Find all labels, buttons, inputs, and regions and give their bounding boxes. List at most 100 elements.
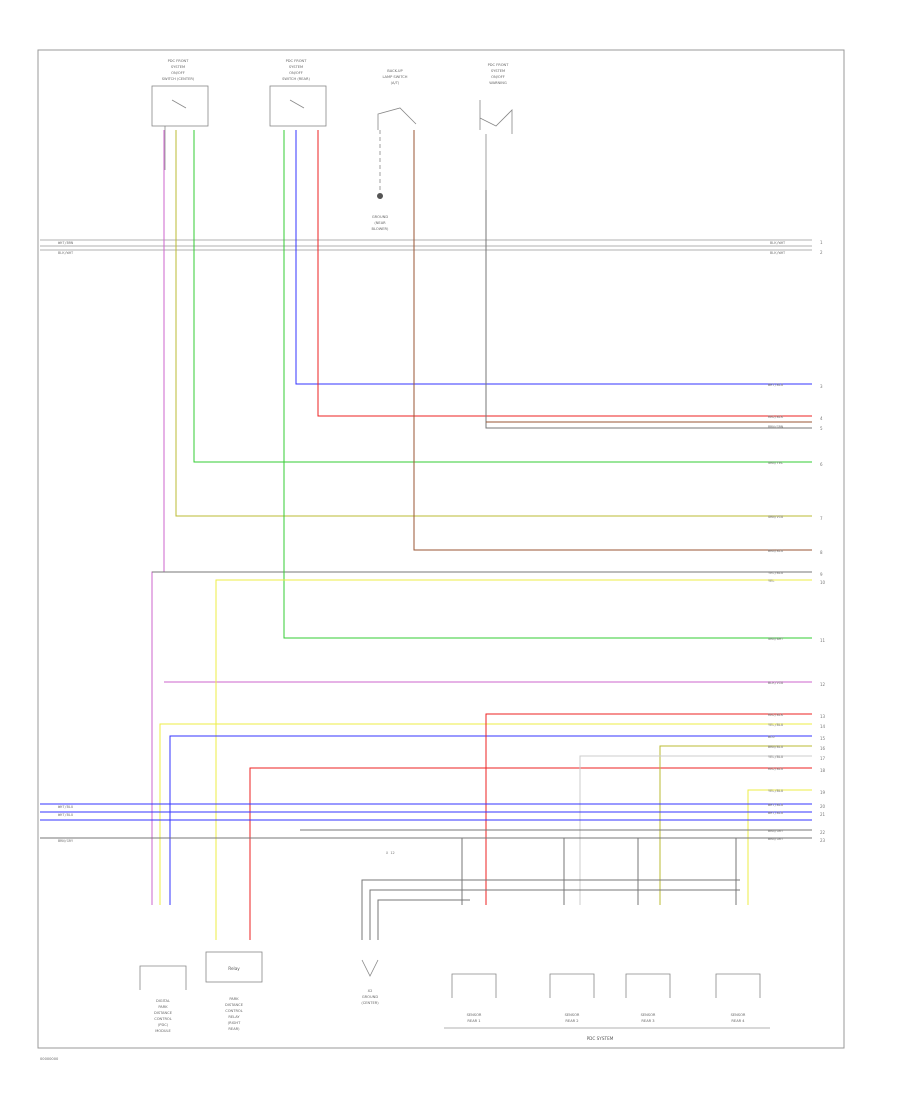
- svg-text:RED/BLK: RED/BLK: [768, 713, 784, 717]
- svg-text:(RIGHT: (RIGHT: [228, 1021, 241, 1025]
- svg-text:7: 7: [820, 516, 823, 521]
- svg-text:PDC FRONT: PDC FRONT: [488, 63, 510, 67]
- svg-text:20: 20: [820, 804, 826, 809]
- svg-text:22: 22: [820, 830, 826, 835]
- svg-text:BLK/VIO: BLK/VIO: [768, 681, 783, 685]
- pdc-relay: Relay PARK DISTANCE CONTROL RELAY (RIGHT…: [205, 951, 263, 1031]
- pin-numbers: 1 2 3 4 5 6 7 8 9 10 11 12 13 14 15 16 1…: [820, 240, 826, 843]
- svg-text:14: 14: [820, 724, 826, 729]
- sensor-rear-3: SENSOR REAR 3: [625, 973, 671, 1023]
- svg-text:6: 6: [820, 462, 823, 467]
- lower-left-labels: WHT/BLU WHT/BLU BRN/GRY X 12: [58, 805, 395, 855]
- svg-text:WHT/BLU: WHT/BLU: [58, 813, 73, 817]
- svg-text:BLU: BLU: [768, 735, 775, 739]
- svg-text:X2: X2: [368, 989, 373, 993]
- svg-text:X 12: X 12: [386, 851, 395, 855]
- svg-text:YEL: YEL: [768, 579, 775, 583]
- svg-text:REAR 1: REAR 1: [467, 1019, 480, 1023]
- rear-ground: X2 GROUND (CENTER): [361, 959, 379, 1005]
- svg-text:SENSOR: SENSOR: [565, 1013, 580, 1017]
- svg-text:WHT/BLU: WHT/BLU: [58, 805, 73, 809]
- sensor-group-label: PDC SYSTEM: [587, 1036, 614, 1041]
- svg-text:REAR 3: REAR 3: [641, 1019, 654, 1023]
- svg-text:ON/OFF: ON/OFF: [171, 71, 185, 75]
- svg-text:DIGITAL: DIGITAL: [156, 999, 170, 1003]
- svg-text:YEL/BLU: YEL/BLU: [768, 755, 783, 759]
- right-wire-labels: WHT/BLU RED/BLK BRN/GRN GRN/YEL GRN/VIO …: [768, 383, 784, 841]
- svg-text:16: 16: [820, 746, 826, 751]
- svg-text:REAR 2: REAR 2: [565, 1019, 578, 1023]
- svg-text:RED/BLK: RED/BLK: [768, 415, 784, 419]
- svg-text:21: 21: [820, 812, 826, 817]
- svg-text:SYSTEM: SYSTEM: [289, 65, 303, 69]
- svg-text:YEL/BLU: YEL/BLU: [768, 723, 783, 727]
- svg-text:DISTANCE: DISTANCE: [154, 1011, 173, 1015]
- svg-text:8: 8: [820, 550, 823, 555]
- sensor-rear-1: SENSOR REAR 1: [451, 973, 497, 1023]
- svg-text:BRN/GRY: BRN/GRY: [768, 837, 784, 841]
- svg-text:PDC FRONT: PDC FRONT: [168, 59, 190, 63]
- svg-text:SWITCH (REAR): SWITCH (REAR): [282, 77, 310, 81]
- svg-text:1: 1: [820, 240, 823, 245]
- svg-text:GROUND: GROUND: [362, 995, 378, 999]
- svg-text:GRN/WHT: GRN/WHT: [768, 637, 784, 641]
- sensor-rear-2: SENSOR REAR 2: [549, 973, 595, 1023]
- svg-text:REAR 4: REAR 4: [731, 1019, 745, 1023]
- switch-left: PDC FRONT SYSTEM ON/OFF SWITCH (CENTER): [151, 59, 209, 170]
- svg-text:SENSOR: SENSOR: [467, 1013, 482, 1017]
- svg-text:REAR): REAR): [228, 1027, 240, 1031]
- svg-text:ON/OFF: ON/OFF: [491, 75, 505, 79]
- svg-text:(NEAR: (NEAR: [374, 221, 386, 225]
- svg-text:BACK-UP: BACK-UP: [387, 69, 403, 73]
- svg-text:SYSTEM: SYSTEM: [171, 65, 185, 69]
- svg-text:CONTROL: CONTROL: [154, 1017, 172, 1021]
- svg-text:GRN/VIO: GRN/VIO: [768, 515, 783, 519]
- svg-text:BLOWER): BLOWER): [372, 227, 389, 231]
- svg-text:3: 3: [820, 384, 823, 389]
- svg-text:SWITCH (CENTER): SWITCH (CENTER): [162, 77, 195, 81]
- svg-text:ON/OFF: ON/OFF: [289, 71, 303, 75]
- svg-text:BRN/BLU: BRN/BLU: [768, 745, 783, 749]
- svg-text:(CENTER): (CENTER): [361, 1001, 379, 1005]
- svg-text:PDC FRONT: PDC FRONT: [286, 59, 308, 63]
- ground-label: GROUND: [372, 215, 388, 219]
- svg-text:18: 18: [820, 768, 826, 773]
- svg-text:RELAY: RELAY: [228, 1015, 240, 1019]
- svg-text:LAMP SWITCH: LAMP SWITCH: [382, 75, 407, 79]
- svg-text:9: 9: [820, 572, 823, 577]
- switch-reverse: BACK-UP LAMP SWITCH (A/T) GROUND (NEAR B…: [372, 69, 417, 231]
- wires: [40, 130, 812, 940]
- switch-middle: PDC FRONT SYSTEM ON/OFF SWITCH (REAR): [269, 59, 327, 127]
- svg-text:WHT/BLU: WHT/BLU: [768, 383, 783, 387]
- svg-text:17: 17: [820, 756, 826, 761]
- svg-text:11: 11: [820, 638, 826, 643]
- svg-text:5: 5: [820, 426, 823, 431]
- svg-text:10: 10: [820, 580, 826, 585]
- svg-text:2: 2: [820, 250, 823, 255]
- svg-text:GRN/YEL: GRN/YEL: [768, 461, 783, 465]
- sensor-rear-4: SENSOR REAR 4: [715, 973, 761, 1023]
- svg-text:PARK: PARK: [158, 1005, 168, 1009]
- svg-text:SENSOR: SENSOR: [731, 1013, 746, 1017]
- svg-text:Relay: Relay: [228, 966, 240, 971]
- svg-text:WHT/BLU: WHT/BLU: [768, 803, 783, 807]
- svg-text:BLK/WHT: BLK/WHT: [58, 251, 74, 255]
- svg-text:(A/T): (A/T): [391, 81, 400, 85]
- svg-text:YEL/BLU: YEL/BLU: [768, 571, 783, 575]
- svg-text:19: 19: [820, 790, 826, 795]
- footer-code: 00000000: [40, 1057, 59, 1061]
- svg-text:12: 12: [820, 682, 826, 687]
- svg-text:MODULE: MODULE: [155, 1029, 171, 1033]
- svg-text:23: 23: [820, 838, 826, 843]
- svg-text:13: 13: [820, 714, 826, 719]
- svg-text:(PDC): (PDC): [158, 1023, 169, 1027]
- svg-text:WHT/BRN: WHT/BRN: [58, 241, 73, 245]
- svg-text:RED/BLU: RED/BLU: [768, 767, 783, 771]
- top-bus: WHT/BRN BLK/WHT BLK/WHT BLK/WHT: [40, 239, 812, 255]
- svg-text:SYSTEM: SYSTEM: [491, 69, 505, 73]
- svg-text:BLK/WHT: BLK/WHT: [770, 251, 786, 255]
- svg-text:BRN/GRN: BRN/GRN: [768, 425, 783, 429]
- svg-text:YEL/BLU: YEL/BLU: [768, 789, 783, 793]
- svg-text:PARK: PARK: [229, 997, 239, 1001]
